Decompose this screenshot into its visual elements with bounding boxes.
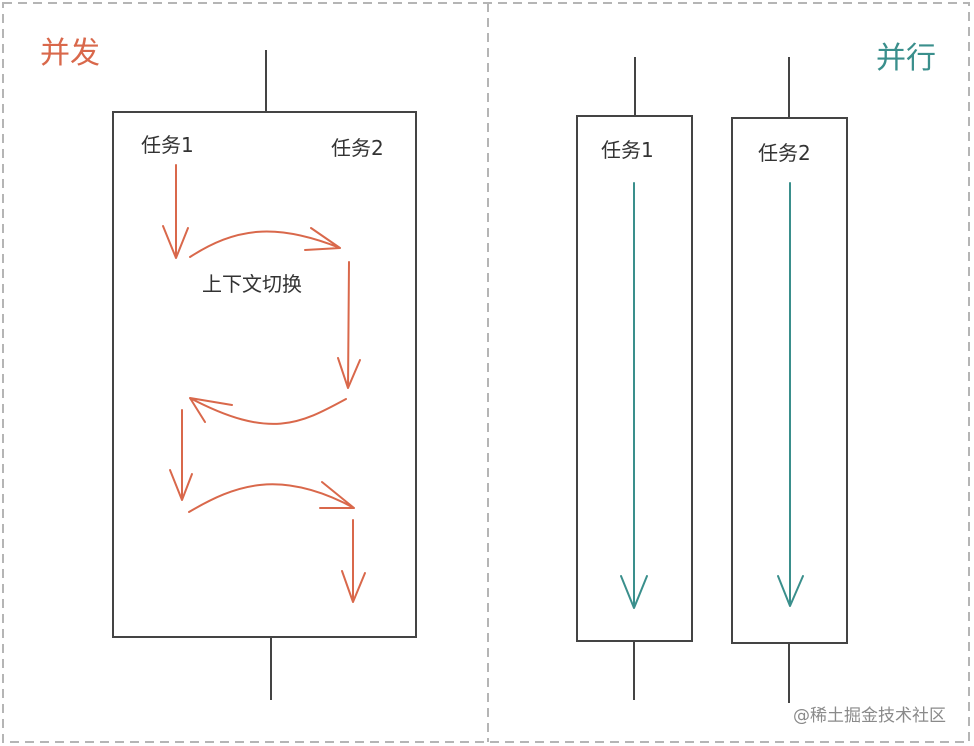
switch-arrow-2	[189, 397, 347, 425]
parallel-task1-label: 任务1	[601, 138, 654, 162]
task2-run-arrow-2	[341, 519, 366, 603]
parallel-task2-arrow	[777, 182, 804, 607]
context-switch-label: 上下文切换	[202, 272, 302, 296]
concurrent-title: 并发	[40, 36, 100, 71]
parallel-title: 并行	[876, 41, 936, 76]
watermark-text: @稀土掘金技术社区	[793, 706, 946, 726]
concurrent-task1-label: 任务1	[141, 133, 194, 157]
task1-run-arrow-1	[162, 164, 189, 259]
parallel-task2-label: 任务2	[758, 141, 811, 165]
concurrent-box	[112, 111, 417, 638]
parallel-task1-arrow	[620, 182, 648, 609]
switch-arrow-3	[188, 481, 355, 513]
switch-arrow-1	[189, 227, 341, 258]
task2-run-arrow-1	[337, 261, 361, 389]
task1-run-arrow-2	[169, 409, 193, 501]
concurrent-task2-label: 任务2	[331, 136, 384, 160]
